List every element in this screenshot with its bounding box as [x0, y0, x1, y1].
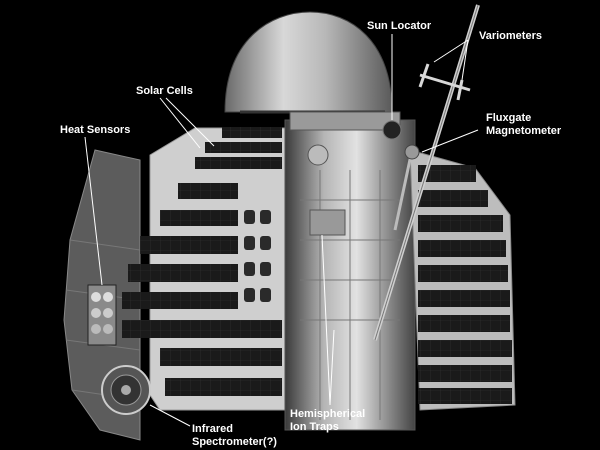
heat-sensors [87, 284, 117, 346]
label-variometers: Variometers [479, 30, 542, 42]
panel-port-holes [244, 210, 271, 302]
variometers-device [418, 63, 471, 101]
label-hemispherical-ion-traps: Hemispherical Ion Traps [290, 408, 366, 433]
label-fluxgate-magnetometer: Fluxgate Magnetometer [486, 112, 562, 137]
left-solar-cell-rows [122, 127, 282, 396]
infrared-spectrometer [101, 365, 151, 415]
dome [224, 11, 393, 113]
right-solar-cell-rows [418, 165, 512, 404]
sun-locator-device [382, 120, 402, 140]
label-infrared-spectrometer: Infrared Spectrometer(?) [192, 423, 277, 448]
magnetometer-boom [373, 4, 480, 341]
label-heat-sensors: Heat Sensors [60, 124, 131, 136]
label-sun-locator: Sun Locator [367, 20, 432, 32]
leader-lines [84, 34, 479, 427]
label-solar-cells: Solar Cells [136, 85, 193, 97]
